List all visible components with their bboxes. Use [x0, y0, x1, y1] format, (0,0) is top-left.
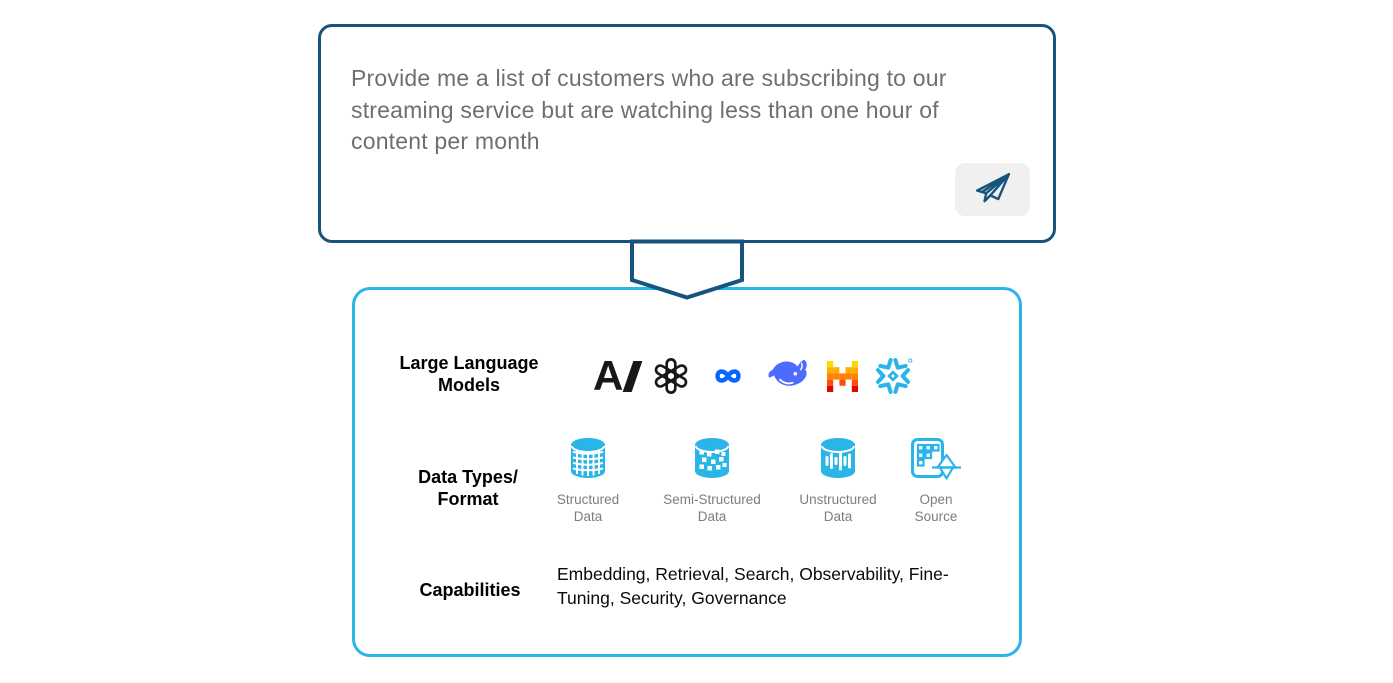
send-button[interactable] — [955, 163, 1030, 216]
connector-arrow — [630, 239, 744, 300]
capabilities-text: Embedding, Retrieval, Search, Observabil… — [557, 564, 949, 608]
query-card: Provide me a list of customers who are s… — [318, 24, 1056, 243]
data-type-structured: Structured Data — [548, 436, 628, 525]
structured-data-label: Structured Data — [556, 492, 620, 524]
deepseek-logo — [766, 358, 812, 394]
structured-data-icon — [548, 436, 628, 482]
platform-card: Large Language Models A — [352, 287, 1022, 657]
openai-logo — [652, 357, 690, 395]
query-text: Provide me a list of customers who are s… — [351, 65, 947, 154]
meta-logo — [705, 360, 751, 392]
data-type-unstructured: Unstructured Data — [793, 436, 883, 525]
unstructured-data-label: Unstructured Data — [799, 492, 877, 524]
llm-logos-row: A — [593, 350, 913, 402]
mistral-logo — [827, 360, 859, 392]
paper-plane-icon — [973, 171, 1013, 208]
open-source-label: Open Source — [914, 492, 958, 524]
semi-structured-data-icon — [658, 436, 766, 482]
capabilities-row-label: Capabilities — [419, 580, 521, 600]
llm-row-label: Large Language Models — [399, 353, 539, 395]
data-type-open-source: Open Source — [907, 436, 965, 525]
data-type-semi-structured: Semi-Structured Data — [658, 436, 766, 525]
snowflake-logo — [873, 356, 913, 396]
open-source-icon — [907, 436, 965, 482]
anthropic-logo: A — [593, 355, 643, 397]
unstructured-data-icon — [793, 436, 883, 482]
semi-structured-data-label: Semi-Structured Data — [663, 492, 761, 524]
data-row-label: Data Types/ Format — [418, 467, 518, 509]
